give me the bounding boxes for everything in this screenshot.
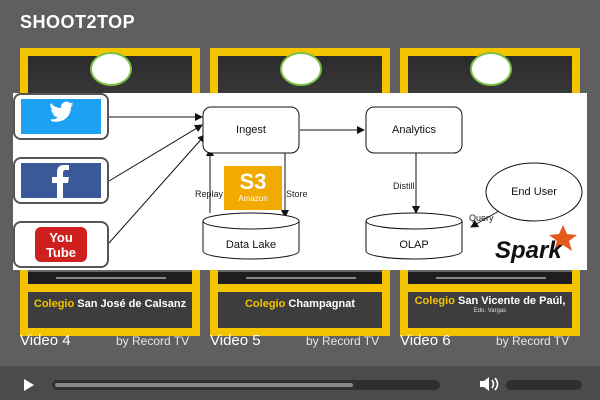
facebook-icon <box>21 163 101 198</box>
s3-amazon-logo: S3 Amazon <box>224 166 282 210</box>
youtube-logo-text-top: You <box>49 230 73 245</box>
data-lake-label: Data Lake <box>225 239 277 251</box>
end-user-node <box>485 162 583 222</box>
distill-label: Distill <box>393 181 415 191</box>
architecture-diagram: You Tube Ingest Analytics Data Lake OLAP… <box>13 93 587 270</box>
video-caption: Colegio San José de Calsanz <box>28 292 192 328</box>
video-title[interactable]: Video 5 <box>210 332 261 349</box>
brand-title: SHOOT2TOP <box>20 12 136 32</box>
youtube-source: You Tube <box>13 221 109 268</box>
end-user-label: End User <box>511 186 557 198</box>
spark-logo: Spark <box>495 237 562 264</box>
olap-node <box>365 221 463 260</box>
edge-query <box>470 210 500 228</box>
analytics-node <box>365 106 463 154</box>
data-lake-node <box>202 221 300 260</box>
volume-icon[interactable] <box>478 375 500 393</box>
edge-facebook-ingest <box>108 124 203 182</box>
ingest-label: Ingest <box>236 124 266 136</box>
seek-progress <box>55 383 353 387</box>
analytics-label: Analytics <box>391 124 437 136</box>
spark-star-icon <box>549 225 577 251</box>
video-title[interactable]: Video 6 <box>400 332 451 349</box>
youtube-logo-text-bottom: Tube <box>45 245 77 260</box>
volume-slider[interactable] <box>506 380 582 390</box>
seek-bar[interactable] <box>52 380 440 390</box>
edge-youtube-ingest <box>108 134 206 244</box>
shoot2top-logo <box>280 52 322 86</box>
shoot2top-logo <box>470 52 512 86</box>
twitter-source <box>13 93 109 140</box>
diagram-edges <box>108 106 583 260</box>
shoot2top-logo <box>90 52 132 86</box>
query-label: Query <box>469 213 494 223</box>
facebook-source <box>13 157 109 204</box>
video-author: by Record TV <box>116 334 190 348</box>
store-label: Store <box>286 189 308 199</box>
video-caption: Colegio San Vicente de Paúl,Edo. Vargas <box>408 292 572 328</box>
ingest-node <box>202 106 300 154</box>
video-title[interactable]: Video 4 <box>20 332 71 349</box>
play-icon[interactable] <box>24 379 34 391</box>
video-author: by Record TV <box>496 334 570 348</box>
video-author: by Record TV <box>306 334 380 348</box>
video-caption: Colegio Champagnat <box>218 292 382 328</box>
olap-label: OLAP <box>399 239 429 251</box>
youtube-icon: You Tube <box>21 227 101 262</box>
twitter-icon <box>21 99 101 134</box>
replay-label: Replay <box>195 189 224 199</box>
